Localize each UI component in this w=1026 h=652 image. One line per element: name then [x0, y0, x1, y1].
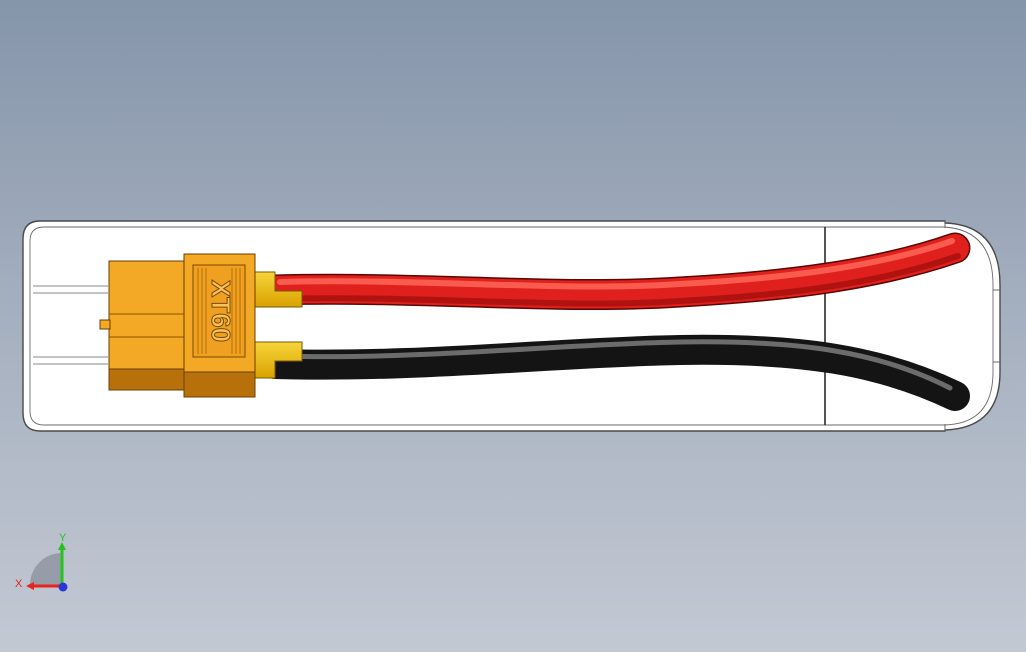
black-wire[interactable] — [260, 334, 970, 411]
black-wire-highlight — [277, 339, 953, 391]
housing-latch — [99, 319, 111, 330]
triad-plane-shade — [30, 553, 62, 585]
red-wire-body — [261, 234, 969, 309]
x-axis-arrow-icon — [26, 582, 34, 590]
view-orientation-triad[interactable]: X Y — [10, 528, 80, 600]
marking-ridges — [197, 268, 241, 354]
housing-front-shadow — [108, 368, 185, 391]
y-axis-label: Y — [59, 532, 67, 544]
red-wire[interactable] — [259, 232, 971, 311]
z-axis-dot-icon — [58, 582, 68, 592]
red-wire-shade — [277, 253, 961, 307]
x-axis-label: X — [15, 578, 23, 590]
enclosure-inner-outline — [29, 226, 994, 426]
y-axis-arrow-icon — [58, 542, 66, 550]
xt60-connector-housing[interactable]: XT60 — [99, 253, 256, 398]
black-wire-body — [260, 334, 970, 411]
housing-rear-shadow — [183, 371, 256, 398]
red-wire-highlight — [277, 238, 955, 290]
connector-marking-text: XT60 — [206, 280, 236, 342]
